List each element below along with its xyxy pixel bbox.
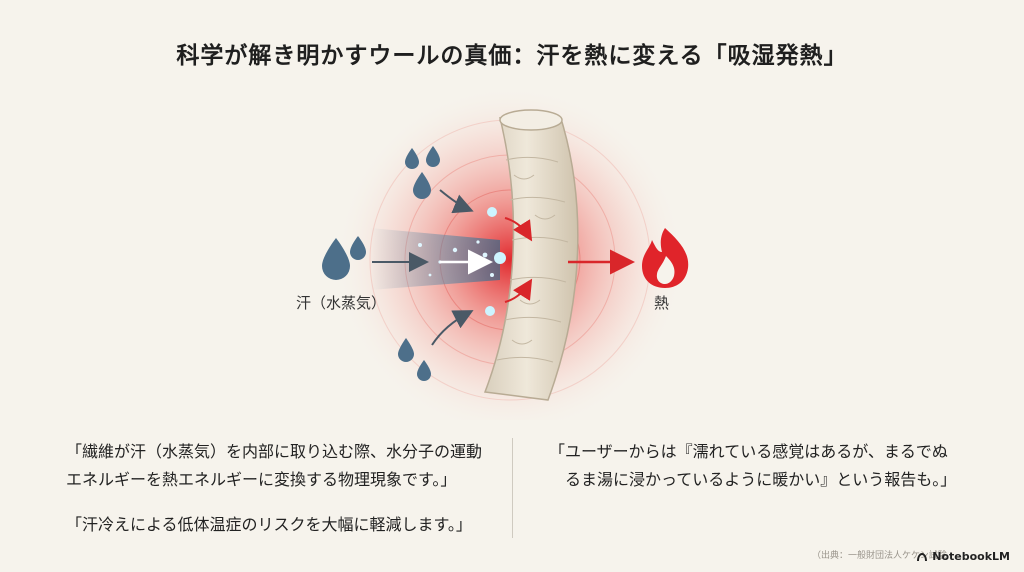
arrow-top-in (439, 189, 474, 214)
quote-physics: 「繊維が汗（水蒸気）を内部に取り込む際、水分子の運動 エネルギーを熱エネルギーに… (66, 438, 482, 494)
arrow-bottom-in (431, 310, 474, 346)
column-divider (512, 438, 513, 538)
fiber-end (499, 109, 563, 131)
vapor-drops-top (405, 146, 440, 199)
vapor-stream (370, 228, 500, 290)
vapor-drops-bottom (398, 338, 431, 381)
arrow-heat-bottom (504, 278, 533, 303)
quote-user-report: 「ユーザーからは『濡れている感覚はあるが、まるでぬ るま湯に浸かっているように暖… (549, 438, 956, 494)
quote-line: エネルギーを熱エネルギーに変換する物理現象です。」 (66, 470, 457, 489)
heat-label: 熱 (654, 294, 670, 312)
wool-fiber (483, 117, 579, 401)
notebooklm-badge: NotebookLM (916, 550, 1010, 563)
arrow-heat-top (504, 217, 533, 242)
brand-label: NotebookLM (932, 550, 1010, 563)
source-note: （出典：一般財団法人ケケン試験 (812, 551, 947, 561)
quote-line: るま湯に浸かっているように暖かい』という報告も。」 (549, 470, 957, 489)
wool-moisture-heat-diagram (322, 85, 689, 420)
notebooklm-logo-icon (917, 552, 928, 561)
sweat-label: 汗（水蒸気） (296, 294, 387, 312)
quote-hypothermia: 「汗冷えによる低体温症のリスクを大幅に軽減します。」 (66, 515, 472, 534)
sweat-drop-icon (322, 236, 366, 280)
page-title: 科学が解き明かすウールの真価：汗を熱に変える「吸湿発熱」 (176, 43, 848, 69)
heat-glow (335, 85, 685, 420)
flame-icon (642, 228, 689, 288)
quote-line: 「繊維が汗（水蒸気）を内部に取り込む際、水分子の運動 (66, 442, 483, 461)
absorption-points (485, 207, 506, 316)
quote-line: 「ユーザーからは『濡れている感覚はあるが、まるでぬ (549, 442, 948, 461)
